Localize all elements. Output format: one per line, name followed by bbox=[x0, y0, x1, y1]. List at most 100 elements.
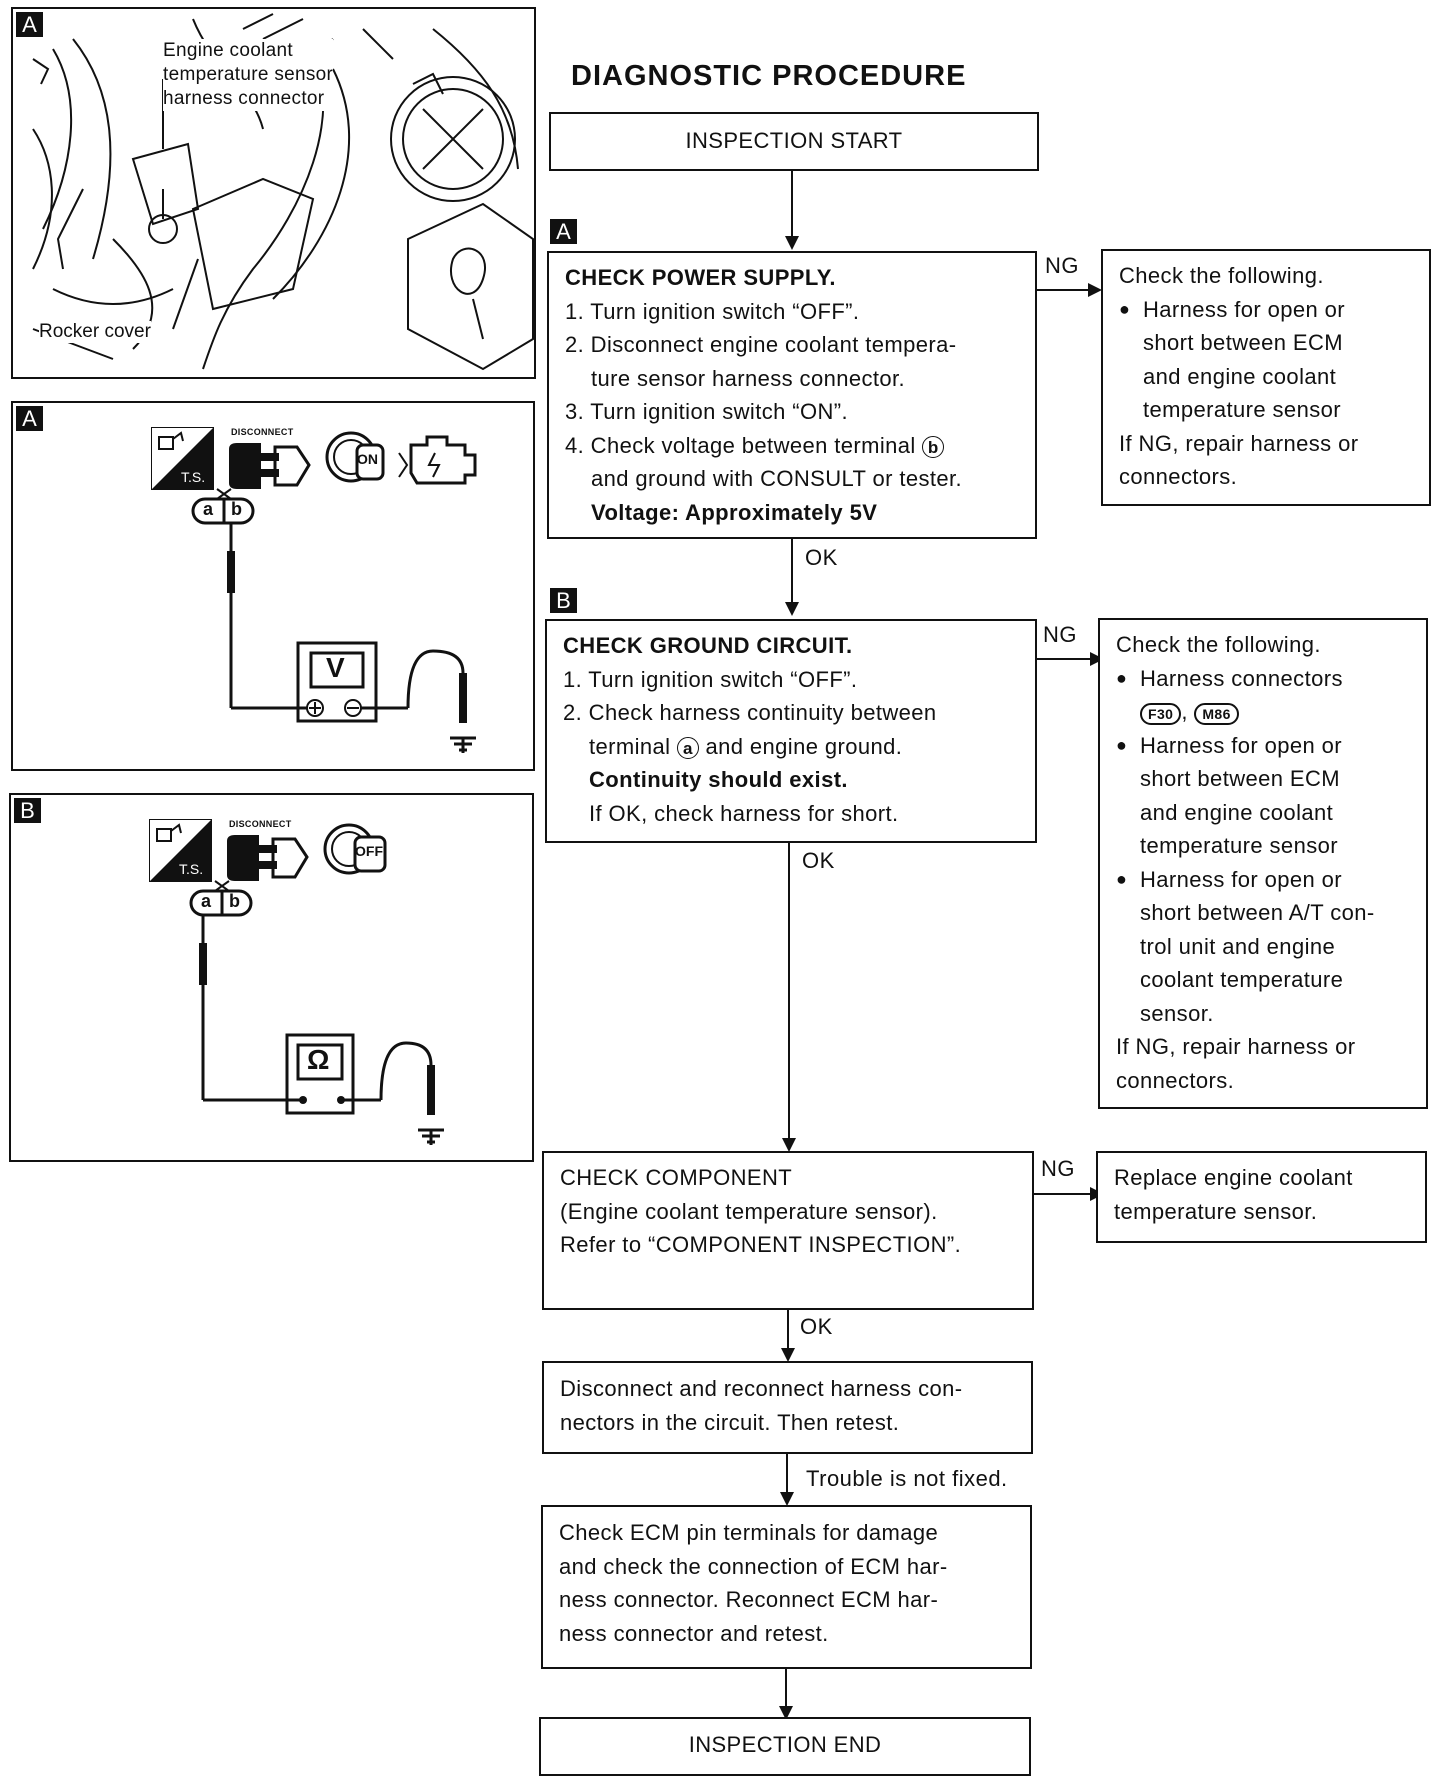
ng-b-b1-line1: Harness connectors bbox=[1140, 665, 1343, 691]
step-b-note: If OK, check harness for short. bbox=[589, 800, 899, 826]
ng-b-label: NG bbox=[1043, 622, 1077, 647]
ng-b-b3-line3: trol unit and engine bbox=[1140, 933, 1336, 959]
ng-b-b2-line1: Harness for open or bbox=[1140, 732, 1343, 758]
step-a-line1: 1. Turn ignition switch “OFF”. bbox=[565, 298, 860, 324]
ts-label: T.S. bbox=[179, 861, 204, 877]
step-a-line4a-text: 4. Check voltage between terminal bbox=[565, 432, 916, 458]
check-component-box: CHECK COMPONENT (Engine coolant temperat… bbox=[542, 1151, 1034, 1310]
ts-icon: T.S. bbox=[149, 819, 212, 882]
voltmeter-wiring bbox=[191, 488, 476, 753]
key-off-label: OFF bbox=[355, 843, 383, 859]
ng-a-foot-1: If NG, repair harness or bbox=[1119, 430, 1359, 456]
ng-a-bullet-1: Harness for open or short between ECM an… bbox=[1119, 293, 1429, 427]
check-ecm-box: Check ECM pin terminals for damage and c… bbox=[541, 1505, 1032, 1669]
step-a-tag: A bbox=[550, 219, 577, 244]
ng-b-b3-line1: Harness for open or bbox=[1140, 866, 1343, 892]
step-b-line2b-pre: terminal bbox=[589, 733, 671, 759]
step-c-line3: Refer to “COMPONENT INSPECTION”. bbox=[560, 1232, 962, 1257]
diagram-panel-b: B T.S. DISCONNECT OFF bbox=[9, 793, 534, 1162]
disconnect-icon: DISCONNECT bbox=[223, 819, 313, 885]
connector-label-3: harness connector bbox=[163, 88, 325, 109]
engine-illustration bbox=[32, 13, 534, 371]
step-d-line2: nectors in the circuit. Then retest. bbox=[560, 1409, 900, 1435]
ng-b-b2-line3: and engine coolant bbox=[1140, 799, 1334, 825]
ng-b-foot-1: If NG, repair harness or bbox=[1116, 1034, 1356, 1059]
ng-b-bullet-3: Harness for open or short between A/T co… bbox=[1116, 863, 1426, 1031]
ng-c-label: NG bbox=[1041, 1156, 1075, 1181]
ignition-key-on-icon: ON bbox=[323, 427, 389, 493]
ng-b-head: Check the following. bbox=[1116, 632, 1321, 657]
ng-b-b3-line4: coolant temperature bbox=[1140, 967, 1344, 992]
trouble-not-fixed-label: Trouble is not fixed. bbox=[806, 1466, 1008, 1491]
disconnect-icon: DISCONNECT bbox=[225, 427, 315, 493]
step-a-line4b: and ground with CONSULT or tester. bbox=[591, 466, 963, 491]
terminal-a-marker: a bbox=[676, 736, 699, 759]
connector-m86-badge: M86 bbox=[1194, 703, 1239, 725]
terminal-b-marker: b bbox=[922, 435, 945, 458]
voltmeter-symbol: V bbox=[326, 652, 345, 683]
step-c-line2: (Engine coolant temperature sensor). bbox=[560, 1198, 938, 1224]
ng-a-foot-2: connectors. bbox=[1119, 464, 1238, 489]
ng-a-head: Check the following. bbox=[1119, 263, 1324, 288]
disconnect-label: DISCONNECT bbox=[231, 427, 294, 437]
ng-a-b1-line3: and engine coolant bbox=[1143, 363, 1337, 389]
step-b-tag: B bbox=[550, 588, 577, 613]
terminal-a-label: a bbox=[201, 891, 212, 911]
check-ground-circuit-box: CHECK GROUND CIRCUIT. 1. Turn ignition s… bbox=[545, 619, 1037, 843]
ng-b-bullet-1: Harness connectors F30, M86 bbox=[1116, 662, 1426, 729]
terminal-b-label: b bbox=[229, 891, 240, 911]
ng-a-b1-line2: short between ECM bbox=[1143, 330, 1343, 355]
step-b-line2a: 2. Check harness continuity between bbox=[563, 700, 937, 725]
rocker-cover-label: Rocker cover bbox=[39, 321, 151, 343]
ok-c-label: OK bbox=[800, 1314, 833, 1339]
photo-tag: A bbox=[16, 12, 43, 37]
key-on-label: ON bbox=[357, 451, 378, 467]
ng-a-label: NG bbox=[1045, 253, 1079, 278]
step-c-line1: CHECK COMPONENT bbox=[560, 1165, 793, 1190]
panel-a-tag: A bbox=[16, 406, 43, 431]
inspection-end-label: INSPECTION END bbox=[688, 1732, 882, 1757]
ts-label: T.S. bbox=[181, 469, 206, 485]
ng-b-b2-line2: short between ECM bbox=[1140, 766, 1340, 791]
step-b-title: CHECK GROUND CIRCUIT. bbox=[563, 633, 853, 658]
ohmmeter-wiring bbox=[189, 880, 444, 1145]
connector-label-2: temperature sensor bbox=[163, 64, 334, 85]
step-e-line2: and check the connection of ECM har- bbox=[559, 1553, 948, 1579]
terminal-a-label: a bbox=[203, 499, 214, 519]
panel-b-tag: B bbox=[14, 798, 41, 823]
page-title: DIAGNOSTIC PROCEDURE bbox=[571, 60, 967, 92]
ignition-key-off-icon: OFF bbox=[321, 819, 391, 885]
ng-b-b3-line2: short between A/T con- bbox=[1140, 900, 1375, 925]
inspection-end-box: INSPECTION END bbox=[539, 1717, 1031, 1776]
inspection-start-label: INSPECTION START bbox=[685, 128, 903, 153]
step-e-line1: Check ECM pin terminals for damage bbox=[559, 1520, 939, 1545]
ng-b-foot-2: connectors. bbox=[1116, 1067, 1235, 1093]
step-b-line2b: terminal a and engine ground. bbox=[563, 730, 1035, 764]
ng-b-connectors: F30, M86 bbox=[1140, 695, 1426, 729]
ng-a-box: Check the following. Harness for open or… bbox=[1101, 249, 1431, 506]
ng-b-box: Check the following. Harness connectors … bbox=[1098, 618, 1428, 1109]
step-b-spec: Continuity should exist. bbox=[589, 767, 848, 792]
disconnect-label: DISCONNECT bbox=[229, 819, 292, 829]
step-a-title: CHECK POWER SUPPLY. bbox=[565, 265, 836, 290]
ts-icon: T.S. bbox=[151, 427, 214, 490]
ng-a-b1-line4: temperature sensor bbox=[1143, 397, 1341, 422]
ng-c-line2: temperature sensor. bbox=[1114, 1198, 1318, 1224]
step-a-line4a: 4. Check voltage between terminal b bbox=[565, 429, 1035, 463]
step-b-line2b-post: and engine ground. bbox=[705, 733, 903, 759]
step-a-spec: Voltage: Approximately 5V bbox=[591, 499, 878, 525]
step-e-line3: ness connector. Reconnect ECM har- bbox=[559, 1587, 939, 1612]
step-a-line2a: 2. Disconnect engine coolant tempera- bbox=[565, 332, 957, 357]
ng-c-line1: Replace engine coolant bbox=[1114, 1165, 1353, 1190]
ng-b-bullet-2: Harness for open or short between ECM an… bbox=[1116, 729, 1426, 863]
ohmmeter-symbol: Ω bbox=[307, 1044, 330, 1075]
step-e-line4: ness connector and retest. bbox=[559, 1620, 829, 1646]
ng-b-b3-line5: sensor. bbox=[1140, 1000, 1214, 1026]
ok-a-label: OK bbox=[805, 545, 838, 570]
connector-callout: Engine coolant temperature sensor harnes… bbox=[163, 39, 334, 111]
step-d-line1: Disconnect and reconnect harness con- bbox=[560, 1376, 963, 1401]
step-a-line3: 3. Turn ignition switch “ON”. bbox=[565, 399, 849, 424]
ng-b-b2-line4: temperature sensor bbox=[1140, 833, 1338, 858]
engine-photo-panel: A bbox=[11, 7, 536, 379]
ng-a-b1-line1: Harness for open or bbox=[1143, 296, 1346, 322]
